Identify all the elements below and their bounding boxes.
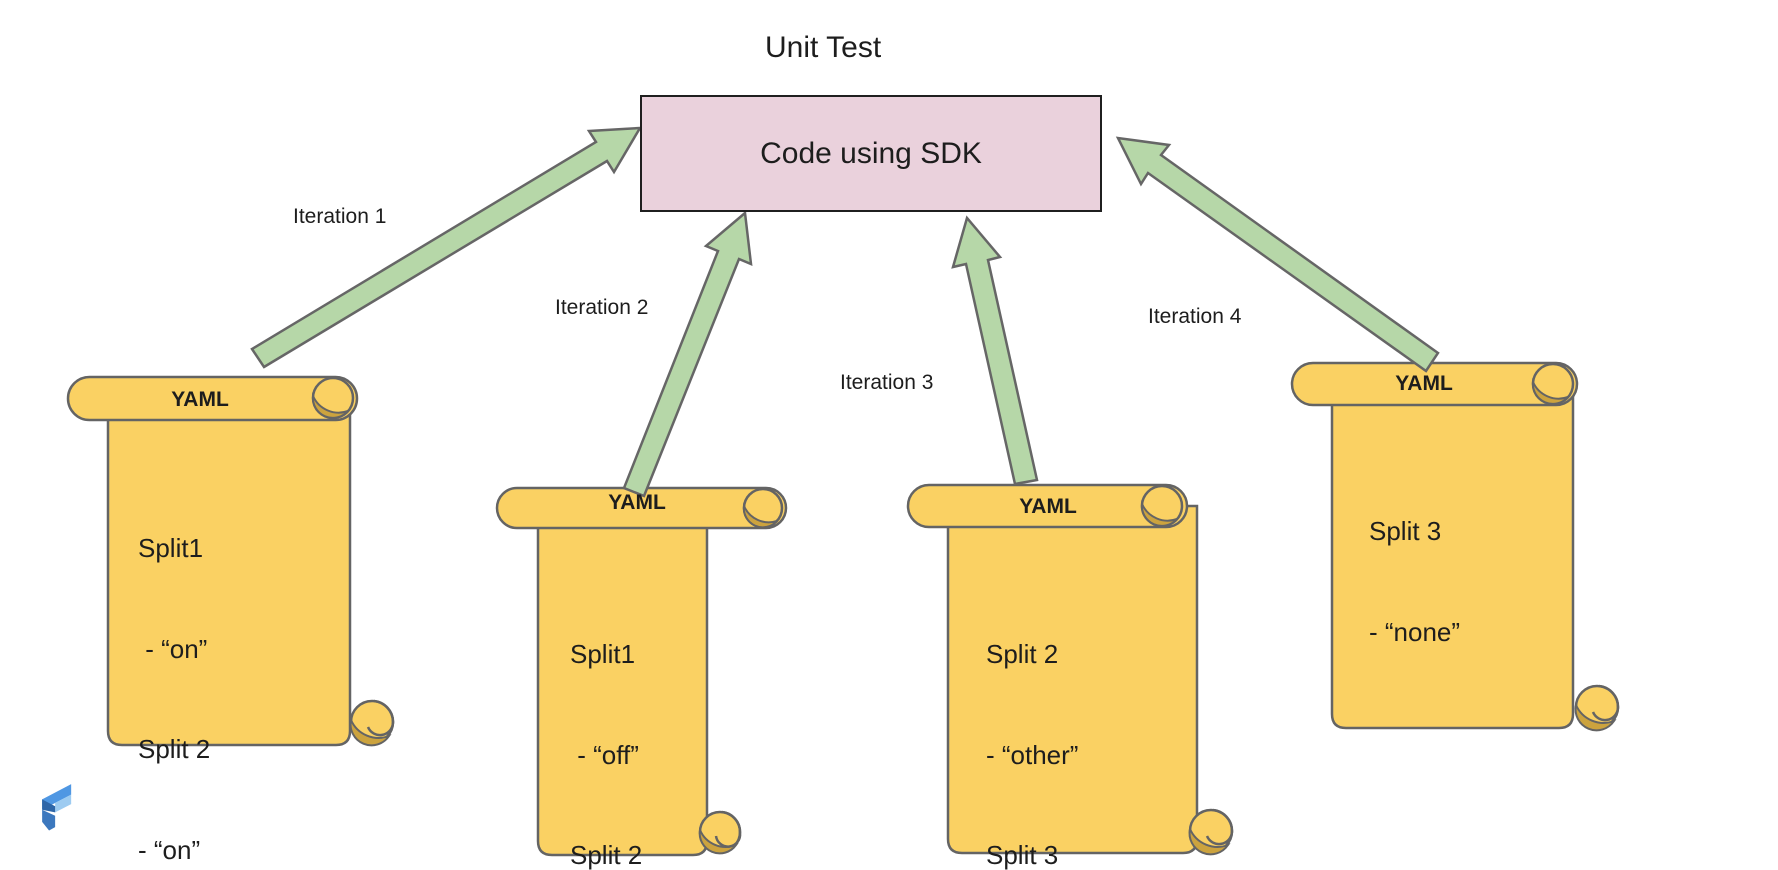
arrow-iteration-4-icon — [1115, 136, 1440, 373]
yaml-scroll-2 — [495, 486, 788, 857]
scroll-band — [906, 483, 1189, 529]
scroll-line: Split 2 — [986, 639, 1059, 669]
scroll-line: - “other” — [986, 739, 1079, 770]
scroll-body — [106, 396, 352, 747]
scroll-4-header: YAML — [1395, 372, 1453, 395]
scroll-line: - “on” — [138, 834, 201, 865]
scroll-line: Split 2 — [570, 840, 643, 870]
scroll-3-content: Split 2 - “other” Split 3 - “low” — [986, 571, 1078, 870]
scroll-line: Split1 — [570, 639, 636, 669]
scroll-line: - “none” — [1369, 616, 1461, 647]
yaml-scroll-3 — [906, 483, 1234, 856]
split-logo-icon — [42, 784, 72, 831]
scroll-bottom-curl-icon — [349, 699, 395, 747]
yaml-scroll-1 — [66, 375, 395, 747]
scroll-body — [1330, 382, 1575, 730]
scroll-band — [1290, 361, 1579, 407]
scroll-line: - “on” — [138, 633, 208, 664]
scroll-bottom-curl-icon — [698, 810, 742, 855]
iteration-1-label: Iteration 1 — [293, 205, 387, 228]
split-logo: split® — [33, 782, 183, 838]
diagram-title: Unit Test — [765, 31, 882, 64]
code-using-sdk-box: Code using SDK — [640, 95, 1102, 212]
scroll-1-header: YAML — [171, 388, 229, 411]
iteration-2-label: Iteration 2 — [555, 296, 649, 319]
scroll-2-header: YAML — [608, 491, 666, 514]
scroll-line: Split 2 — [138, 734, 211, 764]
scroll-line: Split1 — [138, 533, 204, 563]
yaml-scroll-4 — [1290, 361, 1620, 732]
scroll-line: Split 3 — [1369, 516, 1442, 546]
scroll-band — [66, 375, 359, 422]
arrow-iteration-1-icon — [250, 126, 643, 369]
scroll-line: - “off” — [570, 739, 639, 770]
iteration-4-label: Iteration 4 — [1148, 305, 1242, 328]
scroll-4-content: Split 3 - “none” — [1369, 448, 1460, 716]
sdk-box-label: Code using SDK — [760, 136, 982, 170]
scroll-bottom-curl-icon — [1188, 808, 1234, 856]
scroll-1-content: Split1 - “on” Split 2 - “on” Split 3 - “… — [138, 465, 220, 870]
iteration-3-label: Iteration 3 — [840, 371, 934, 394]
scroll-bottom-curl-icon — [1574, 684, 1620, 732]
scroll-line: Split 3 — [986, 840, 1059, 870]
arrow-iteration-2-icon — [622, 210, 753, 498]
scroll-3-header: YAML — [1019, 495, 1077, 518]
arrow-iteration-3-icon — [951, 215, 1039, 486]
scroll-2-content: Split1 - “off” Split 2 - “off” Split 3 -… — [570, 571, 696, 870]
